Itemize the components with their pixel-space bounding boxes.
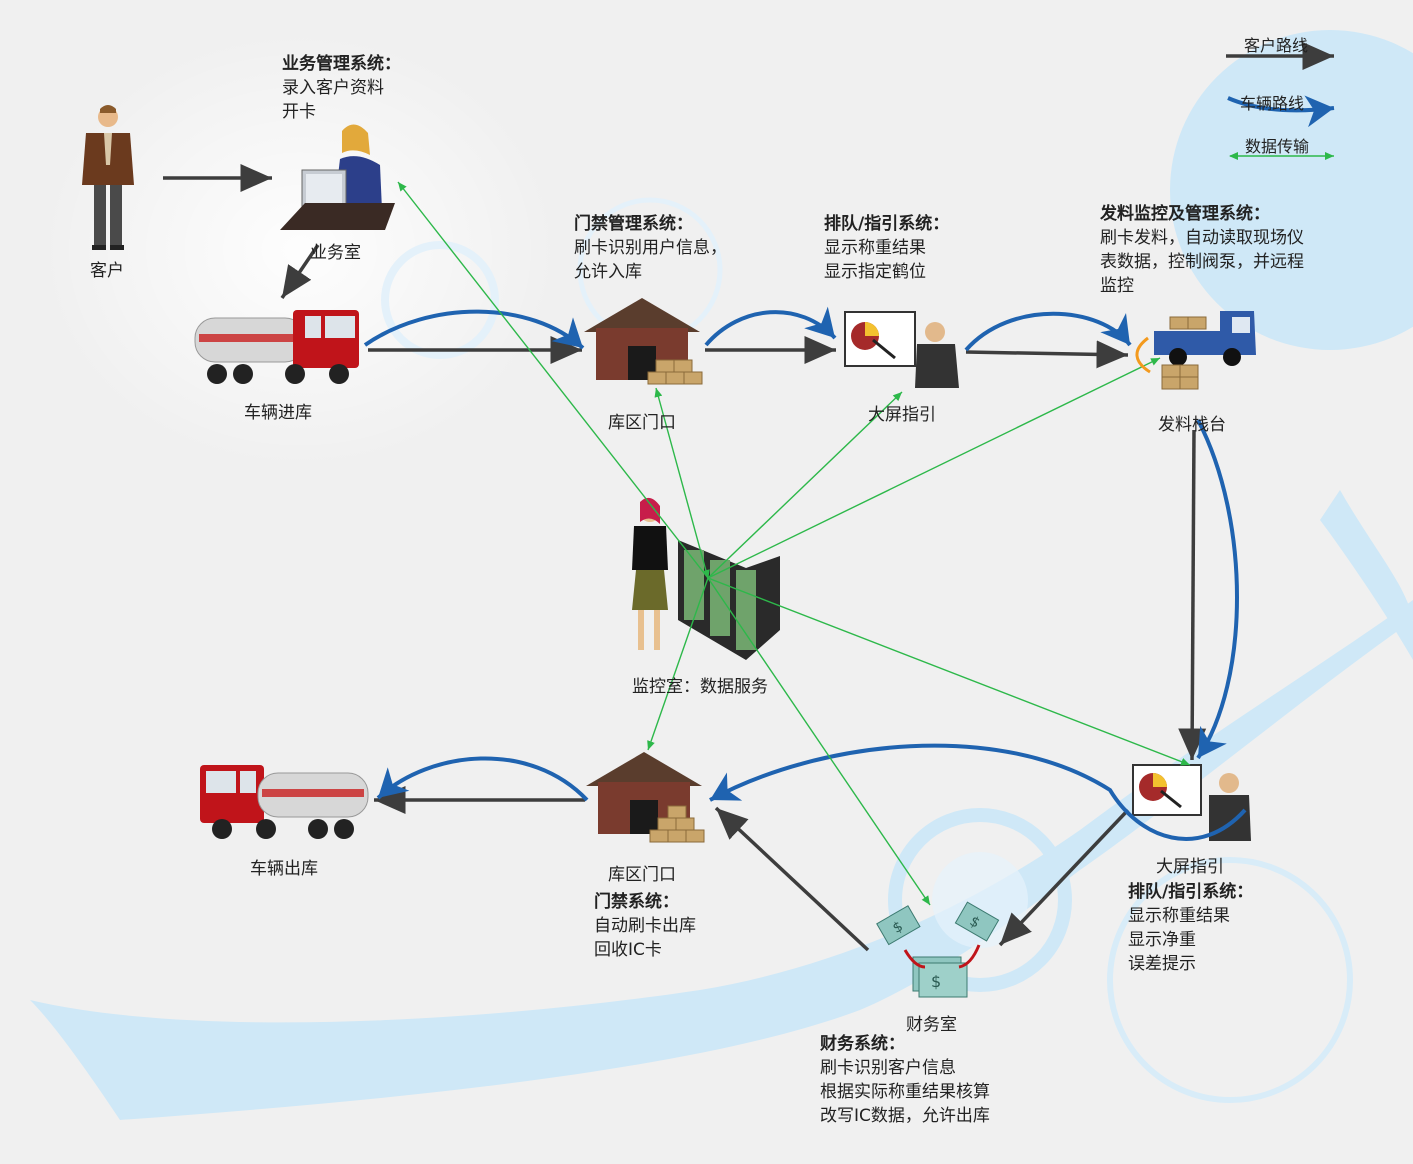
dispatch-system-line: 表数据，控制阀泵，并远程	[1100, 252, 1304, 272]
dispatch-system-title: 发料监控及管理系统：	[1100, 204, 1270, 224]
data-to-finance	[707, 577, 931, 906]
monitor-room-icon	[632, 497, 780, 660]
queue-system-1-line: 显示指定鹤位	[824, 262, 926, 282]
warehouse-gate-in-icon	[584, 298, 703, 385]
finance-money-icon: $ $ $	[876, 901, 1000, 998]
legend-customer-route-label: 客户路线	[1244, 36, 1309, 55]
dispatch-system-line: 刷卡发料，自动读取现场仪	[1100, 228, 1304, 248]
legend-vehicle-route-label: 车辆路线	[1240, 94, 1305, 113]
loading-platform-icon	[1154, 311, 1256, 390]
legend	[1226, 42, 1335, 160]
vehicle-curve-5	[709, 743, 1247, 841]
route-platform-to-screen2	[1178, 429, 1207, 761]
queue-system-2-line: 误差提示	[1128, 954, 1196, 974]
node-label-finance-room: 财务室	[906, 1015, 957, 1035]
data-to-screen1	[707, 391, 903, 579]
queue-system-1-line: 显示称重结果	[824, 238, 926, 258]
vehicle-curve-4	[1196, 419, 1239, 760]
vehicle-curve-2	[704, 306, 837, 347]
finance-system-line: 改写IC数据，允许出库	[820, 1106, 990, 1126]
route-finance-to-gate	[714, 806, 870, 952]
gate-system-note: 门禁系统： 自动刷卡出库 回收IC卡	[594, 890, 696, 962]
customer-route-arrows	[163, 164, 1207, 952]
gate-system-line: 回收IC卡	[594, 940, 662, 960]
svg-text:$: $	[931, 972, 941, 991]
queue-system-1-title: 排队/指引系统：	[824, 214, 950, 234]
legend-data-transfer-label: 数据传输	[1245, 137, 1310, 156]
data-to-gate-out	[647, 577, 709, 751]
vehicle-route-arrows	[363, 306, 1247, 841]
access-system-line: 刷卡识别用户信息，	[574, 238, 727, 258]
node-label-gate-in: 库区门口	[608, 413, 676, 433]
route-business-to-vehicle	[280, 244, 320, 299]
route-screen2-to-finance	[998, 808, 1130, 947]
node-label-vehicle-out: 车辆出库	[250, 859, 318, 879]
business-system-line: 录入客户资料	[282, 78, 384, 98]
node-label-screen-2: 大屏指引	[1156, 857, 1224, 877]
data-to-platform	[707, 357, 1161, 579]
node-label-business-room: 业务室	[310, 243, 361, 263]
vehicle-curve-3	[964, 311, 1132, 352]
queue-system-1-note: 排队/指引系统： 显示称重结果 显示指定鹤位	[824, 212, 949, 284]
business-system-title: 业务管理系统：	[282, 54, 401, 74]
finance-system-line: 根据实际称重结果核算	[820, 1082, 990, 1102]
tanker-truck-out-icon	[200, 765, 369, 839]
big-screen-2-icon	[1132, 764, 1251, 841]
dispatch-system-note: 发料监控及管理系统： 刷卡发料，自动读取现场仪 表数据，控制阀泵，并远程 监控	[1100, 202, 1304, 298]
node-label-gate-out: 库区门口	[608, 865, 676, 885]
node-label-screen-1: 大屏指引	[868, 405, 936, 425]
queue-system-2-line: 显示净重	[1128, 930, 1196, 950]
node-label-vehicle-in: 车辆进库	[244, 403, 312, 423]
access-system-note: 门禁管理系统： 刷卡识别用户信息， 允许入库	[574, 212, 727, 284]
queue-system-2-line: 显示称重结果	[1128, 906, 1230, 926]
vehicle-curve-1	[363, 309, 585, 350]
customer-icon	[82, 105, 134, 250]
dispatch-system-line: 监控	[1100, 276, 1134, 296]
business-system-line: 开卡	[282, 102, 316, 122]
node-label-monitor-room: 监控室：数据服务	[632, 677, 768, 697]
access-system-line: 允许入库	[574, 262, 642, 282]
operator-desk-icon	[280, 124, 395, 230]
node-label-customer: 客户	[90, 261, 124, 281]
background-decoration	[30, 30, 1413, 1120]
access-system-title: 门禁管理系统：	[574, 214, 693, 234]
business-system-note: 业务管理系统： 录入客户资料 开卡	[282, 52, 401, 124]
tanker-truck-in-icon	[194, 310, 359, 384]
warehouse-gate-out-icon	[586, 752, 705, 843]
data-transfer-arrows	[397, 181, 1191, 906]
queue-system-2-title: 排队/指引系统：	[1128, 882, 1254, 902]
queue-system-2-note: 排队/指引系统： 显示称重结果 显示净重 误差提示	[1128, 880, 1253, 976]
node-label-loading-platform: 发料栈台	[1158, 415, 1226, 435]
platform-return-icon	[1135, 336, 1151, 374]
legend-vehicle-route-line	[1227, 95, 1335, 128]
finance-system-line: 刷卡识别客户信息	[820, 1058, 956, 1078]
gate-system-line: 自动刷卡出库	[594, 916, 696, 936]
big-screen-1-icon	[844, 311, 959, 388]
vehicle-curve-6	[376, 756, 589, 802]
data-to-screen2	[707, 577, 1191, 766]
data-to-gate-in	[654, 387, 710, 579]
gate-system-title: 门禁系统：	[594, 892, 679, 912]
finance-system-title: 财务系统：	[820, 1034, 905, 1054]
route-screen-to-platform	[965, 340, 1129, 369]
finance-system-note: 财务系统： 刷卡识别客户信息 根据实际称重结果核算 改写IC数据，允许出库	[820, 1032, 990, 1128]
